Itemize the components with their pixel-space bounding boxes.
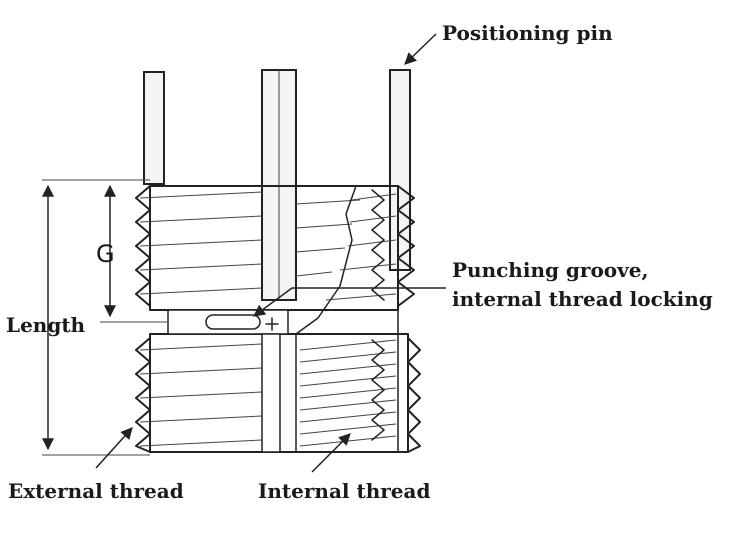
label-internal-thread: Internal thread: [258, 479, 430, 503]
external-thread-profile-left: [135, 185, 151, 453]
punching-groove-slot: [205, 314, 261, 330]
label-g: G: [96, 240, 115, 268]
label-positioning-pin: Positioning pin: [442, 21, 613, 45]
label-external-thread: External thread: [8, 479, 184, 503]
positioning-pin-leader: [404, 33, 437, 65]
pin-right: [389, 69, 411, 271]
external-thread-leader: [95, 427, 133, 469]
external-thread-profile-right: [397, 185, 421, 453]
leader-lines: [95, 33, 446, 473]
insert-body: [135, 185, 421, 453]
internal-thread-leader: [311, 433, 351, 473]
label-punching-groove-line2: internal thread locking: [452, 287, 713, 311]
label-length: Length: [6, 313, 86, 337]
internal-thread-cutaway: [295, 185, 399, 453]
pin-left: [143, 71, 165, 185]
dimensions: [42, 179, 168, 456]
label-punching-groove-line1: Punching groove,: [452, 258, 648, 282]
